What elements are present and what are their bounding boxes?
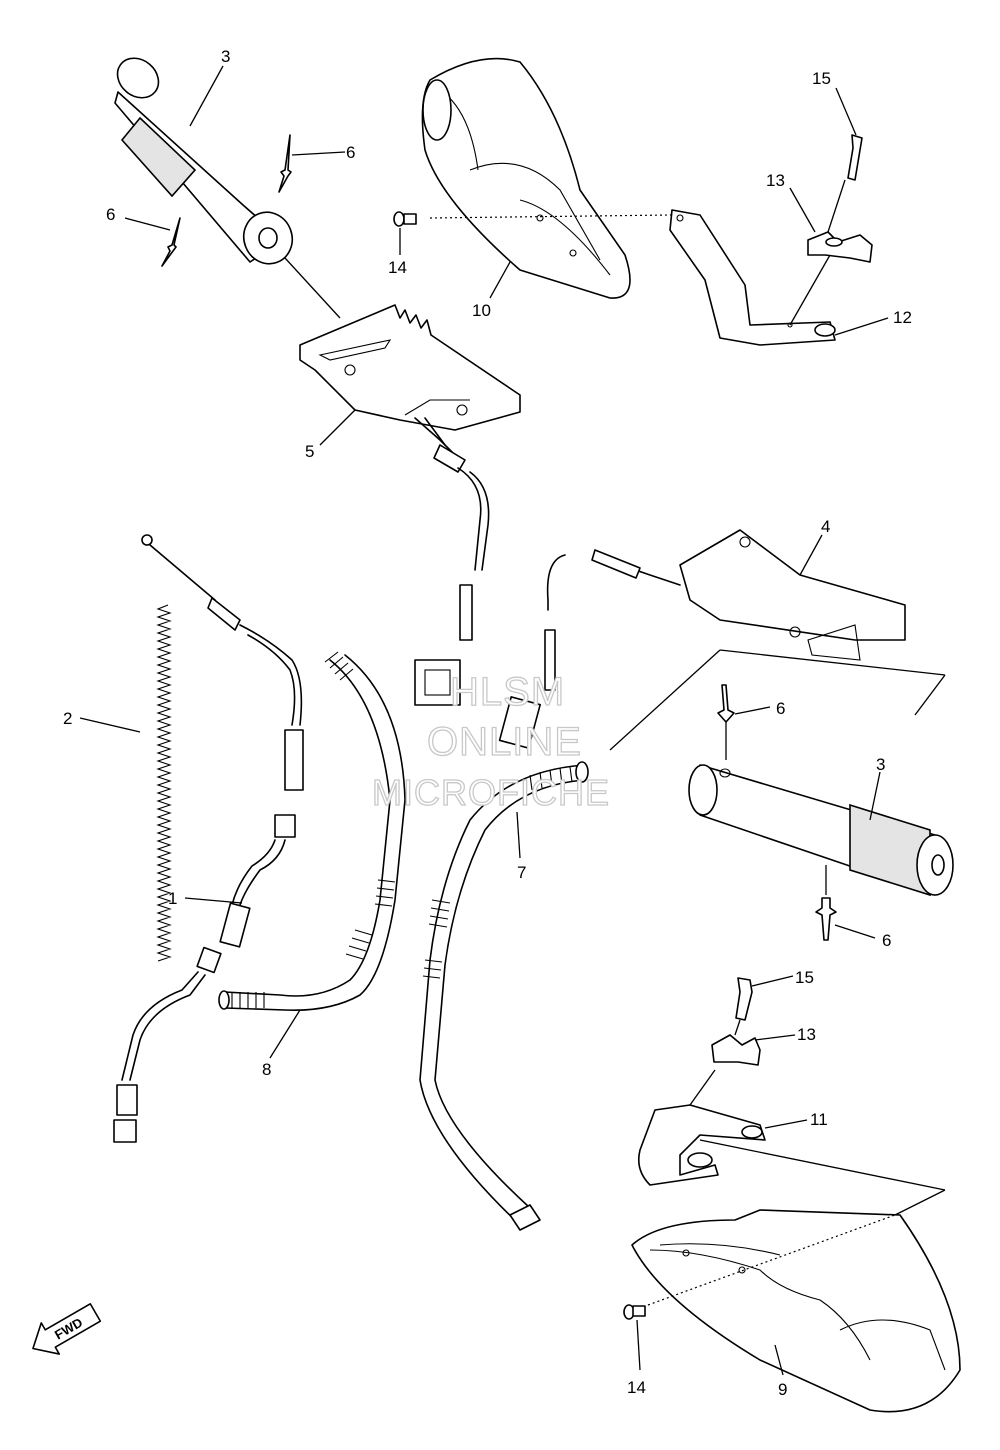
rivet-6-lower-a (717, 684, 735, 760)
grip-lower-right (688, 764, 954, 897)
watermark: HLSM ONLINE MICROFICHE (371, 669, 610, 813)
label-1: 1 (168, 889, 177, 908)
label-9: 9 (778, 1380, 787, 1399)
label-15-upper: 15 (812, 69, 831, 88)
label-6-lower-a: 6 (776, 699, 785, 718)
label-15-lower: 15 (795, 968, 814, 987)
label-8: 8 (262, 1060, 271, 1079)
label-3-upper: 3 (221, 47, 230, 66)
label-2: 2 (63, 709, 72, 728)
label-3-lower: 3 (876, 755, 885, 774)
grip-upper-left (114, 57, 341, 319)
watermark-line-2: ONLINE (427, 720, 582, 764)
rivet-6-upper-b (161, 217, 181, 267)
hose-8 (218, 651, 406, 1012)
label-14-upper: 14 (388, 258, 407, 277)
screw-14-upper (393, 211, 417, 227)
throttle-cable-1 (113, 534, 304, 1143)
clamp-13-lower (689, 1034, 761, 1106)
fwd-arrow-badge: FWD (32, 1303, 102, 1355)
hose-7 (419, 761, 589, 1231)
screw-14-lower (623, 1304, 646, 1320)
label-13-upper: 13 (766, 171, 785, 190)
label-6-lower-b: 6 (882, 931, 891, 950)
label-14-lower: 14 (627, 1378, 646, 1397)
rivet-6-lower-b (815, 865, 837, 941)
label-10: 10 (472, 301, 491, 320)
rivet-6-upper-a (278, 134, 292, 193)
bolt-15-lower (734, 977, 753, 1036)
handguard-lower (631, 1139, 961, 1413)
label-7: 7 (517, 863, 526, 882)
heater-plate-5 (299, 304, 521, 706)
label-6-upper-a: 6 (346, 143, 355, 162)
label-13-lower: 13 (797, 1025, 816, 1044)
label-12: 12 (893, 308, 912, 327)
label-4: 4 (821, 517, 830, 536)
bracket-12-upper (669, 209, 836, 346)
bracket-11-lower (637, 1104, 766, 1186)
watermark-line-3: MICROFICHE (372, 772, 610, 813)
clamp-13-upper (789, 231, 873, 326)
leader-lines (79, 65, 889, 1376)
bolt-15-upper (827, 134, 863, 233)
heater-plate-4 (498, 529, 946, 751)
watermark-line-1: HLSM (450, 670, 565, 714)
handguard-upper (421, 57, 673, 299)
spring-2 (156, 604, 172, 962)
label-11: 11 (810, 1110, 828, 1129)
label-5: 5 (305, 442, 314, 461)
label-6-upper-b: 6 (106, 205, 115, 224)
